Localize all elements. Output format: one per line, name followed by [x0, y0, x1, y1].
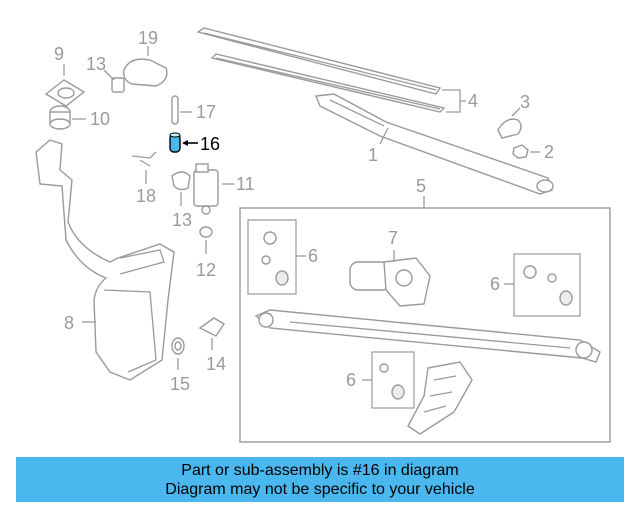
label-6c: 6: [346, 370, 356, 390]
hardware-kit-bottom: 6: [346, 351, 415, 409]
wiper-arm: [315, 93, 554, 195]
label-19: 19: [138, 28, 158, 48]
label-2: 2: [544, 142, 554, 162]
label-1: 1: [368, 145, 378, 165]
label-14: 14: [206, 354, 226, 374]
pump-seal: 12: [196, 226, 216, 280]
label-13a: 13: [86, 54, 106, 74]
label-17: 17: [196, 102, 216, 122]
grommet-15: 15: [170, 337, 190, 394]
wiper-motor: 7: [349, 228, 431, 307]
label-11: 11: [236, 174, 255, 194]
washer-reservoir: 8: [35, 139, 175, 381]
level-sensor: 14: [198, 317, 226, 374]
label-4: 4: [468, 91, 478, 111]
pivot-bracket: [407, 361, 473, 435]
label-13b: 13: [172, 210, 192, 230]
label-7: 7: [388, 228, 398, 248]
label-15: 15: [170, 374, 190, 394]
washer-pump: 11: [193, 163, 255, 215]
label-12: 12: [196, 260, 216, 280]
label-18: 18: [136, 186, 156, 206]
hose-clip: 18: [131, 151, 157, 206]
label-3: 3: [520, 92, 530, 112]
label-6b: 6: [490, 274, 500, 294]
info-banner: Part or sub-assembly is #16 in diagram D…: [16, 457, 624, 502]
nozzle-cap: 9: [44, 44, 86, 107]
part-16-highlighted: 16: [169, 132, 220, 154]
washer-nozzle: 19: [122, 28, 168, 87]
label-16: 16: [200, 134, 220, 154]
caption-line-1: Part or sub-assembly is #16 in diagram: [181, 462, 459, 479]
arm-nut: 2: [512, 142, 554, 162]
label-8: 8: [64, 313, 74, 333]
hardware-kit-left: 6: [247, 219, 318, 295]
label-10: 10: [90, 109, 110, 129]
callout-4: 4: [442, 89, 478, 113]
label-6a: 6: [308, 246, 318, 266]
hardware-kit-right: 6: [490, 253, 581, 317]
wiper-blades: [196, 27, 446, 113]
linkage-assembly-box: 5: [239, 176, 611, 443]
pump-grommet: 13: [171, 171, 192, 230]
caption-line-2: Diagram may not be specific to your vehi…: [165, 481, 475, 498]
arm-cap: 3: [497, 92, 530, 139]
label-9: 9: [54, 44, 64, 64]
hose-17: 17: [171, 95, 216, 125]
linkage-rod: [254, 309, 601, 363]
label-5: 5: [416, 176, 426, 196]
connector-13-top: 13: [86, 54, 125, 93]
filler-grommet: 10: [49, 105, 110, 130]
callout-1: 1: [368, 127, 389, 165]
